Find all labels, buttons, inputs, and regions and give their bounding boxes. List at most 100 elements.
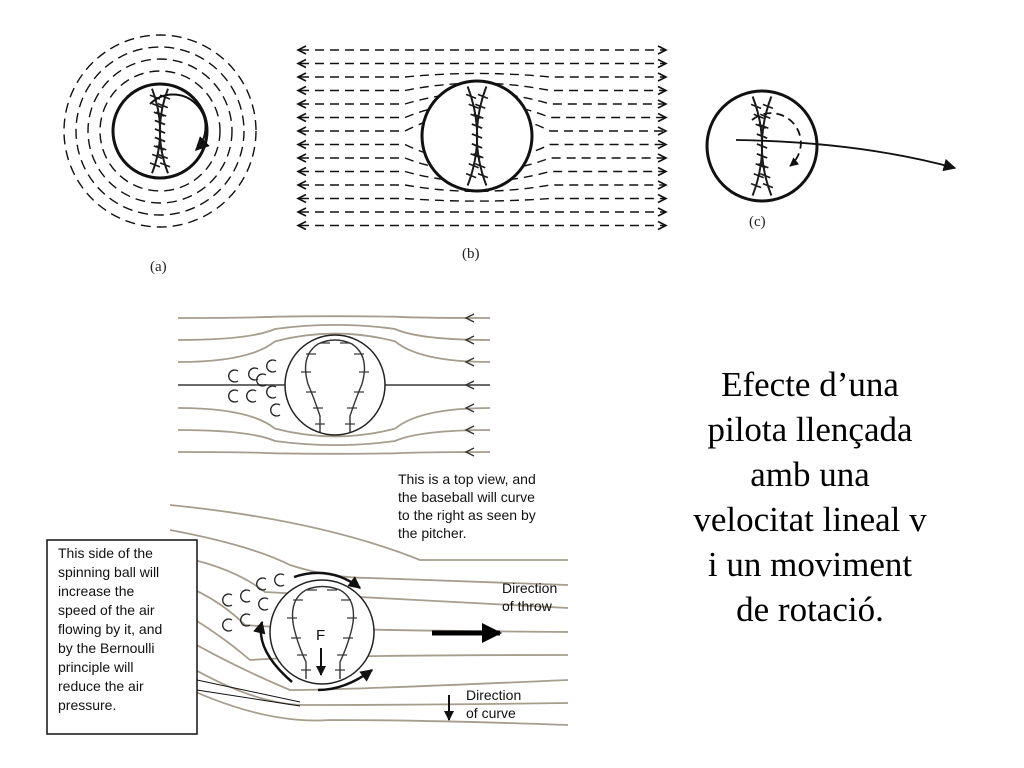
seam-stitch — [154, 128, 166, 134]
flow-line — [300, 184, 665, 192]
caption-c: (c) — [749, 214, 766, 230]
eddy — [228, 369, 239, 383]
streamline-arrowhead — [464, 380, 475, 390]
slide-text: Efecte d’una pilota llençada amb una vel… — [640, 362, 980, 632]
slide-text-line: pilota llençada — [707, 410, 913, 449]
streamline-arrowhead — [464, 447, 475, 457]
seam-upper — [304, 339, 366, 432]
flow-line — [300, 102, 665, 119]
figure-a-circulation: (a) — [63, 34, 257, 275]
streamline — [177, 451, 491, 455]
streamline-arrowhead — [464, 357, 475, 367]
streamline — [169, 679, 569, 726]
flow-arrowhead — [296, 85, 307, 96]
seam-stitch — [154, 136, 166, 143]
seam-stitch — [477, 93, 489, 100]
flow-arrowhead — [657, 207, 668, 217]
flow-arrowhead — [296, 166, 307, 177]
streamline — [169, 504, 568, 561]
baseball-b-seams — [465, 86, 489, 186]
eddy — [270, 403, 281, 417]
streamline — [177, 429, 491, 446]
streamline-arrowhead — [464, 335, 475, 345]
slide-text-line: i un moviment — [707, 545, 913, 584]
trajectory-arrow — [735, 139, 957, 172]
seam-stitch — [157, 102, 169, 109]
seam-lower — [291, 585, 355, 679]
flow-line — [300, 72, 665, 78]
eddy — [266, 385, 277, 399]
direction-of-curve-label: Direction of curve — [466, 687, 525, 721]
flow-panel-spinning: F This is a top view, and the baseball w… — [46, 471, 569, 735]
eddy — [246, 389, 257, 403]
eddy — [274, 573, 285, 587]
flow-arrowhead — [657, 72, 668, 82]
flow-arrowhead — [657, 112, 668, 123]
spin-arrow-bottom — [317, 668, 374, 692]
top-view-note: This is a top view, and the baseball wil… — [398, 471, 540, 541]
circulation-ring — [63, 34, 257, 228]
flow-arrowhead — [296, 126, 307, 136]
flow-arrowhead — [296, 139, 307, 150]
caption-a: (a) — [150, 259, 167, 275]
seam-stitch — [756, 133, 768, 139]
spin-arrow-top — [293, 571, 361, 589]
flow-arrowhead — [296, 45, 307, 55]
seam-stitch — [759, 113, 771, 120]
streamline-arrowhead — [464, 403, 475, 413]
bernoulli-note: This side of the spinning ball will incr… — [58, 545, 166, 713]
seam-stitch — [477, 172, 489, 179]
direction-of-throw-label: Direction of throw — [502, 580, 561, 614]
note-leader-line-2 — [196, 689, 301, 707]
seam-stitch — [151, 153, 163, 160]
seam-stitch — [474, 162, 486, 169]
streamline — [177, 324, 491, 341]
flow-arrowhead — [296, 112, 307, 123]
baseball-a-seams — [149, 88, 171, 174]
seam-stitch — [471, 133, 483, 139]
spin-arrow-a — [149, 93, 210, 151]
eddy — [240, 613, 251, 627]
note-leader-line-1 — [196, 679, 301, 703]
circulation-ring — [87, 58, 233, 204]
flow-arrowhead — [296, 207, 307, 217]
baseball-upper — [284, 334, 386, 436]
seam-stitch — [756, 153, 768, 159]
spin-arrow-c — [751, 112, 802, 167]
bernoulli-note-box — [46, 539, 198, 735]
seam-stitch — [758, 163, 769, 169]
seam-stitch — [473, 113, 484, 119]
seam-stitch — [473, 153, 484, 159]
streamline — [177, 407, 491, 438]
eddy — [228, 389, 239, 403]
flow-arrowhead — [657, 139, 668, 150]
seam-stitch — [155, 111, 167, 117]
flow-arrowhead — [657, 58, 668, 69]
flow-arrowhead — [657, 153, 668, 163]
flow-arrowhead — [657, 220, 668, 231]
seam-stitch — [154, 119, 166, 126]
seam-stitch — [753, 172, 765, 179]
seam-stitch — [474, 103, 486, 110]
flow-line — [300, 197, 665, 202]
streamline — [177, 315, 491, 319]
flow-arrowhead — [657, 85, 668, 96]
flow-arrowhead — [296, 99, 307, 109]
figure-b-uniform-flow: (b) — [296, 45, 668, 262]
slide-text-line: de rotació. — [736, 590, 884, 629]
streamline — [169, 629, 569, 691]
slide-text-line: amb una — [750, 455, 870, 494]
seam-stitch — [465, 93, 477, 100]
flow-panel-no-spin — [177, 313, 491, 457]
slide-text-line: Efecte d’una — [721, 365, 899, 404]
seam-stitch — [471, 143, 483, 149]
seam-stitch — [756, 143, 768, 149]
streamline — [169, 654, 569, 706]
seam-stitch — [762, 103, 774, 110]
seam-stitch — [758, 123, 769, 129]
seam-stitch — [157, 153, 169, 160]
seam-stitch — [750, 103, 762, 110]
caption-b: (b) — [462, 246, 480, 262]
spin-arrow-left — [253, 620, 293, 683]
